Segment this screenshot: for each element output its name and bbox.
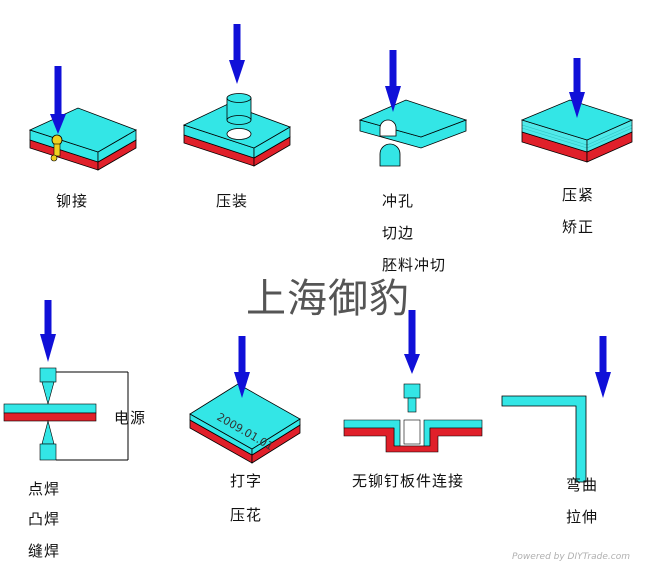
watermark: 上海御豹 — [246, 276, 410, 322]
label-spot-welding: 点焊 — [28, 480, 61, 498]
arrow-head — [569, 92, 585, 118]
label-straightening: 矫正 — [562, 218, 595, 236]
clamping-figure — [520, 58, 634, 163]
welding-figure — [3, 300, 129, 461]
stamping-figure: 2009.01.01 — [189, 336, 301, 464]
arrow-shaft — [408, 310, 416, 358]
joined-lower-sheet — [343, 427, 483, 453]
hole — [226, 128, 252, 140]
label-clamping: 压紧 — [562, 186, 595, 204]
arrow-shaft — [238, 336, 246, 376]
arrow-head — [40, 334, 56, 362]
label-seam-welding: 缝焊 — [28, 542, 61, 560]
label-trimming: 切边 — [382, 224, 415, 242]
arrow-shaft — [233, 24, 241, 64]
label-power-source: 电源 — [114, 409, 147, 427]
slug — [379, 143, 401, 167]
arrow-shaft — [44, 300, 52, 336]
rivet-head — [51, 134, 63, 146]
arrow-shaft — [389, 50, 397, 90]
credit-text: Powered by DIYTrade.com — [512, 552, 630, 562]
label-drawing: 拉伸 — [566, 508, 599, 526]
arrow-head — [404, 354, 420, 374]
label-marking: 打字 — [230, 472, 263, 490]
label-blanking: 胚料冲切 — [382, 256, 447, 274]
arrow-head — [50, 114, 66, 134]
label-clinching: 无铆钉板件连接 — [352, 472, 465, 490]
sheet-upper — [3, 403, 97, 414]
arrow-head — [385, 86, 401, 112]
upper-electrode — [39, 367, 57, 383]
label-press-fit: 压装 — [216, 192, 249, 210]
label-riveting: 铆接 — [56, 192, 89, 210]
arrow-head — [229, 60, 245, 84]
sheet-lower — [3, 412, 97, 422]
punching-figure — [358, 50, 468, 167]
lower-electrode — [39, 443, 57, 461]
label-projection-welding: 凸焊 — [28, 510, 61, 528]
label-embossing: 压花 — [230, 506, 263, 524]
punch — [403, 383, 421, 399]
arrow-shaft — [573, 58, 581, 96]
rivet-shank — [53, 143, 61, 157]
arrow-head — [595, 372, 611, 398]
punched-hole — [379, 119, 397, 137]
press-fit-figure — [182, 24, 291, 167]
clinching-figure — [343, 310, 483, 453]
arrow-shaft — [54, 66, 62, 118]
bent-profile — [501, 395, 587, 483]
arrow-head — [234, 372, 250, 398]
label-punching: 冲孔 — [382, 192, 415, 210]
label-bending: 弯曲 — [566, 476, 599, 494]
bending-figure — [501, 336, 611, 483]
riveting-figure — [28, 66, 137, 171]
arrow-shaft — [599, 336, 607, 376]
